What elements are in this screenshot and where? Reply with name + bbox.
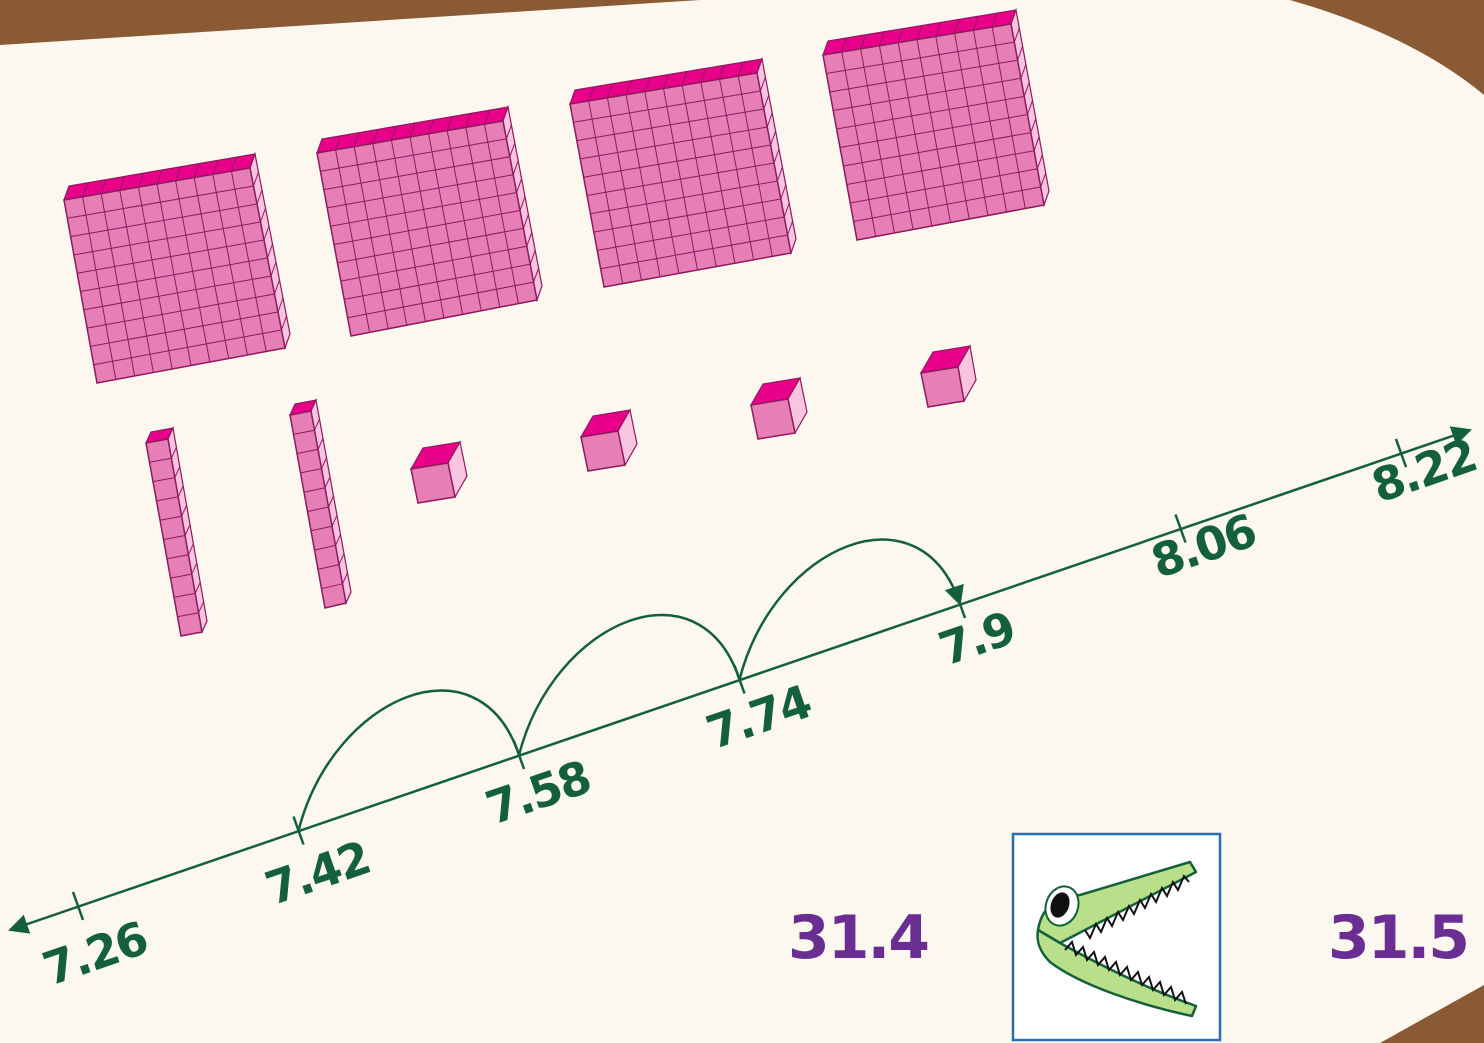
flat-block-1 <box>63 151 291 384</box>
unit-block-4 <box>919 344 977 408</box>
compare-left-number: 31.4 <box>788 903 928 973</box>
crocodile-mouth-icon <box>1036 860 1198 1018</box>
jump-arc-3 <box>738 538 964 680</box>
compare-right-number: 31.5 <box>1328 903 1468 973</box>
jump-arc-2 <box>517 613 741 756</box>
flat-block-2 <box>316 104 543 337</box>
jump-arc-1 <box>297 689 521 831</box>
base-ten-flats <box>63 7 1050 384</box>
flat-block-4 <box>822 7 1050 241</box>
flat-block-3 <box>569 56 797 288</box>
number-line-jumps <box>297 538 964 831</box>
crocodile-box <box>1011 832 1222 1042</box>
